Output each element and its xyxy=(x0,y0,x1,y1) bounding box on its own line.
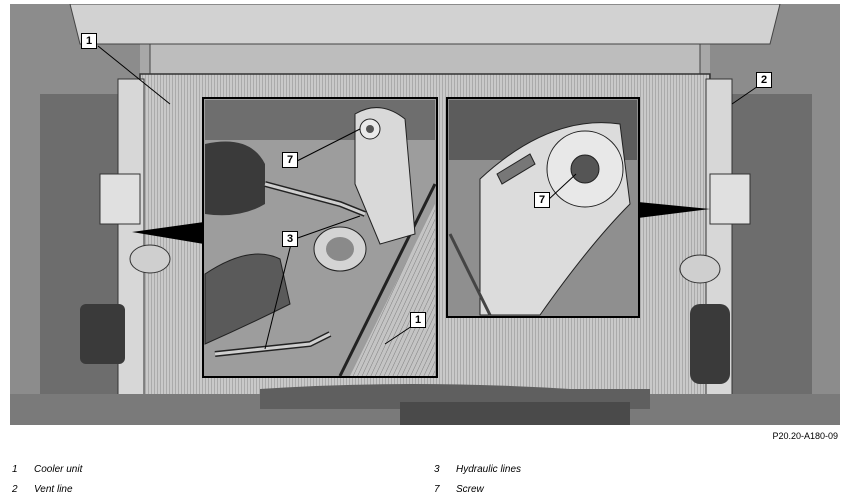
legend-label: Cooler unit xyxy=(34,464,83,475)
legend-number: 1 xyxy=(12,464,18,475)
legend-number: 7 xyxy=(434,484,440,495)
callout-3-hydraulic-lines: 3 xyxy=(282,231,298,247)
legend-number: 3 xyxy=(434,464,440,475)
callout-7-screw-left: 7 xyxy=(282,152,298,168)
legend-label: Hydraulic lines xyxy=(456,464,522,475)
legend-label: Vent line xyxy=(34,484,73,495)
technical-illustration: 1 2 7 3 1 7 xyxy=(10,4,840,425)
legend-number: 2 xyxy=(12,484,18,495)
legend-label: Screw xyxy=(456,484,484,495)
figure-reference-code: P20.20-A180-09 xyxy=(772,431,838,441)
callout-7-screw-right: 7 xyxy=(534,192,550,208)
inset-detail-left xyxy=(202,97,438,378)
callout-2-vent-line: 2 xyxy=(756,72,772,88)
callout-1-cooler-unit-inset: 1 xyxy=(410,312,426,328)
callout-1-cooler-unit: 1 xyxy=(81,33,97,49)
engine-bay-drawing xyxy=(10,4,840,425)
